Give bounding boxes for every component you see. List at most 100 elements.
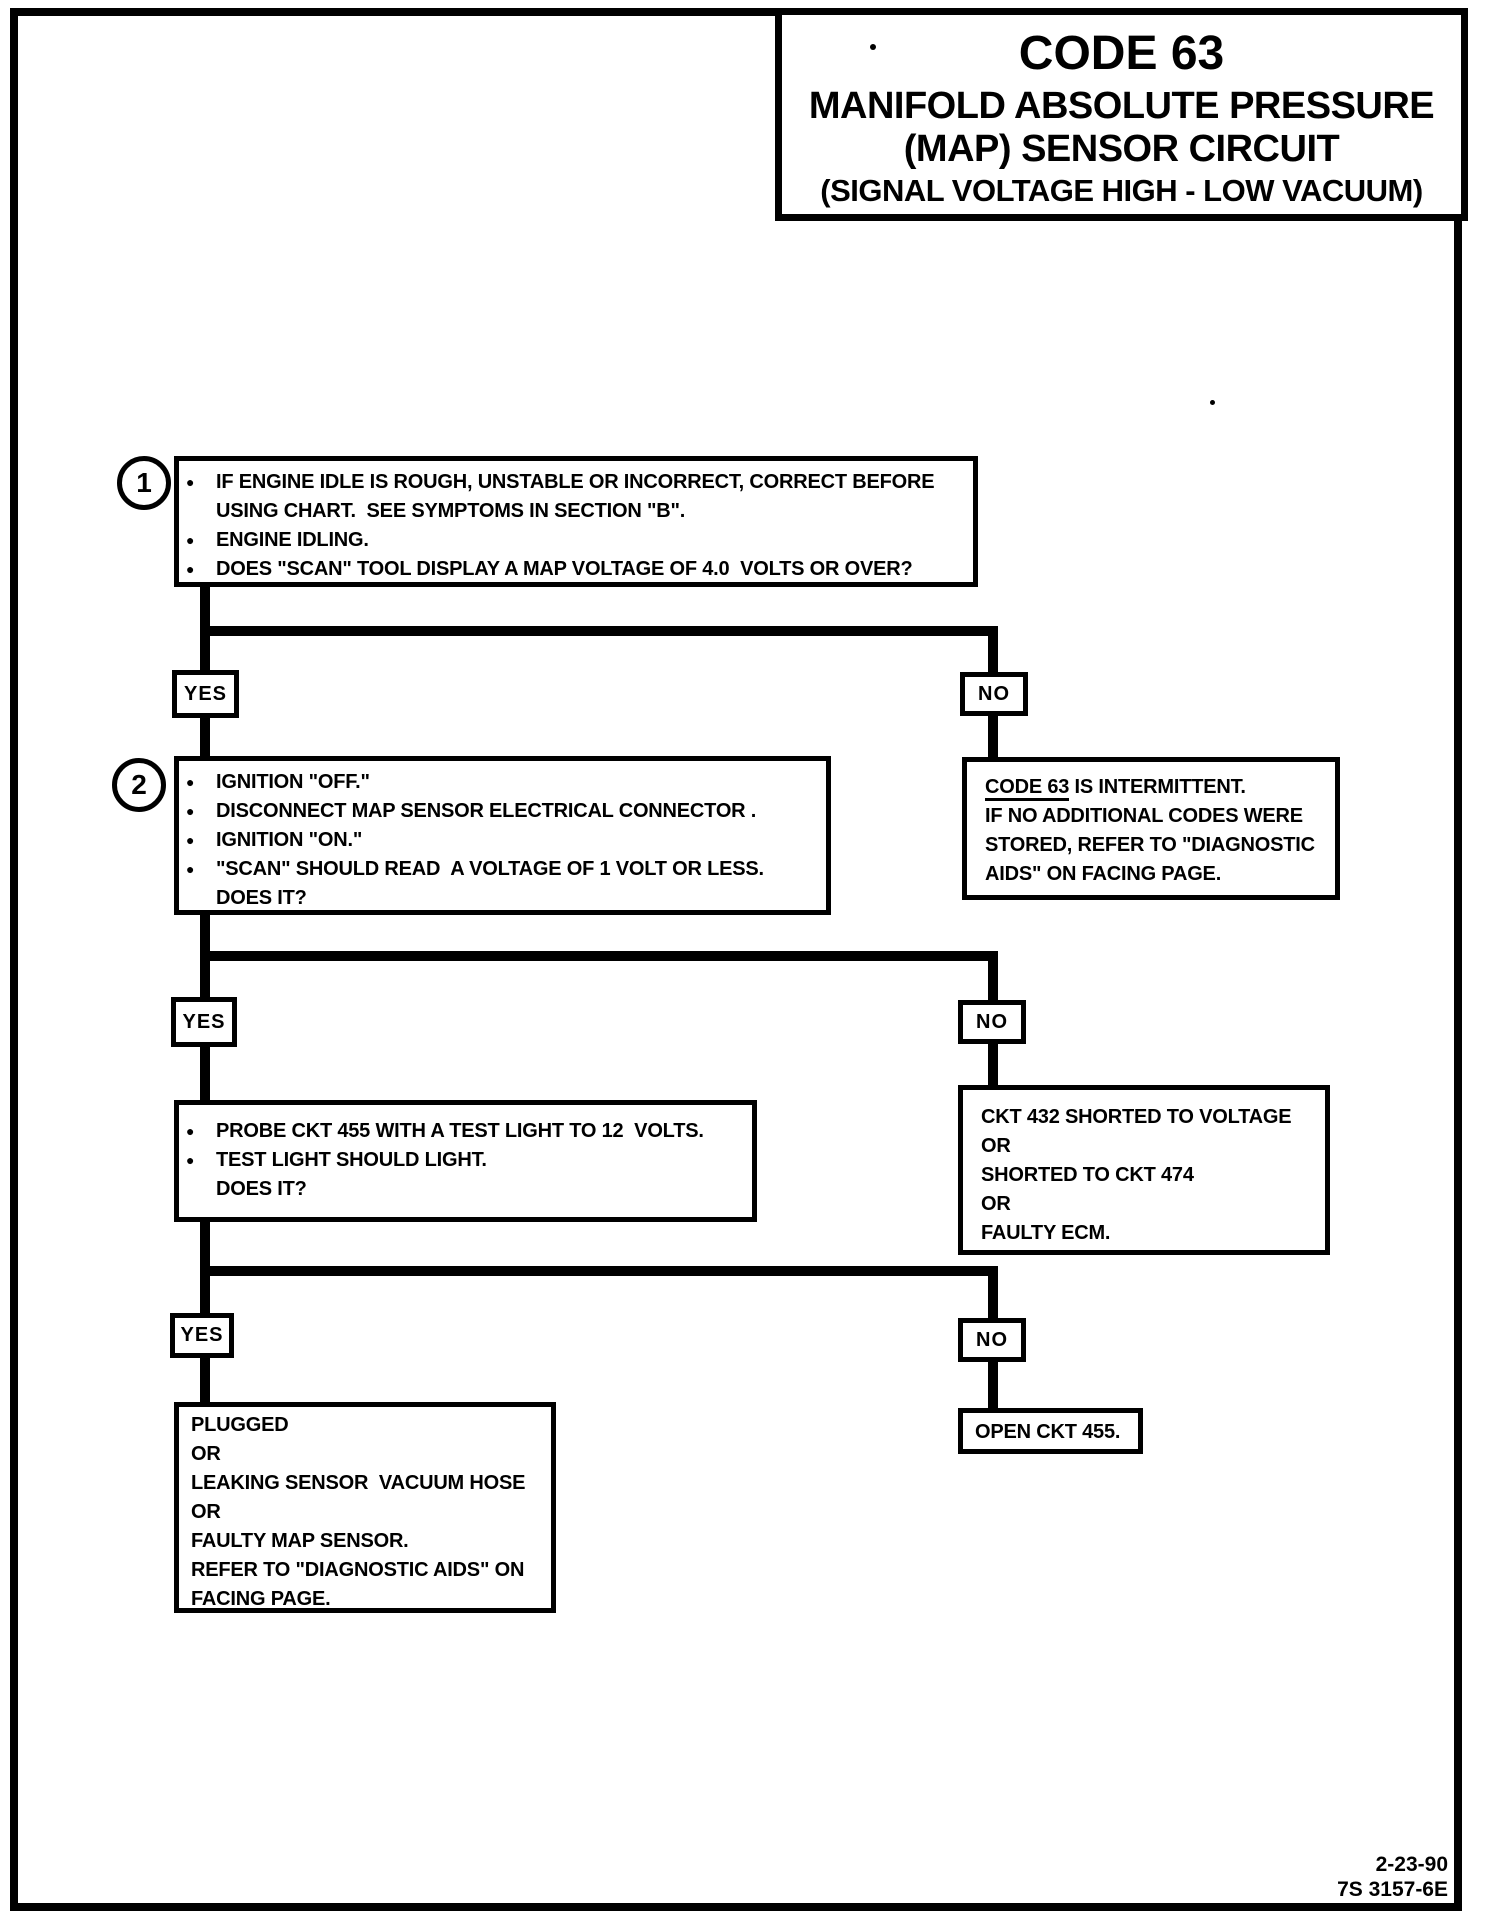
step-text: DOES IT? bbox=[216, 887, 307, 909]
result-line: CODE 63 IS INTERMITTENT. bbox=[985, 773, 1327, 802]
scan-artifact bbox=[870, 44, 876, 50]
result-line: OR bbox=[981, 1193, 1011, 1215]
result-ckt432-box: CKT 432 SHORTED TO VOLTAGE OR SHORTED TO… bbox=[958, 1085, 1330, 1255]
result-line: FAULTY ECM. bbox=[981, 1222, 1111, 1244]
footer: 2-23-90 7S 3157-6E bbox=[1100, 1852, 1448, 1902]
result-map-sensor-box: PLUGGED OR LEAKING SENSOR VACUUM HOSE OR… bbox=[174, 1402, 556, 1613]
step-text: IGNITION "ON." bbox=[216, 829, 363, 851]
connector-line bbox=[988, 714, 998, 759]
connector-line bbox=[988, 1266, 998, 1320]
step-line: ● ENGINE IDLING. bbox=[179, 526, 973, 555]
step3-box: ● PROBE CKT 455 WITH A TEST LIGHT TO 12 … bbox=[174, 1100, 757, 1222]
page-subtitle-3: (SIGNAL VOLTAGE HIGH - LOW VACUUM) bbox=[820, 173, 1423, 208]
no-label: NO bbox=[976, 1328, 1008, 1351]
bullet-icon: ● bbox=[186, 832, 195, 848]
step-line: ● DOES "SCAN" TOOL DISPLAY A MAP VOLTAGE… bbox=[179, 555, 973, 584]
underlined-code: CODE 63 bbox=[985, 776, 1069, 801]
bullet-icon: ● bbox=[186, 532, 195, 548]
yes-box-3: YES bbox=[170, 1313, 234, 1358]
result-line: CKT 432 SHORTED TO VOLTAGE bbox=[981, 1106, 1292, 1128]
bullet-icon: ● bbox=[186, 774, 195, 790]
step-text: DISCONNECT MAP SENSOR ELECTRICAL CONNECT… bbox=[216, 800, 757, 822]
yes-box-2: YES bbox=[171, 997, 237, 1047]
connector-line bbox=[988, 1360, 998, 1410]
result-line: OR bbox=[191, 1501, 221, 1523]
step-number: 1 bbox=[136, 467, 152, 498]
step2-box: ● IGNITION "OFF." ● DISCONNECT MAP SENSO… bbox=[174, 756, 831, 915]
result-line: REFER TO "DIAGNOSTIC AIDS" ON bbox=[191, 1559, 525, 1581]
connector-line bbox=[200, 626, 998, 636]
step-text: DOES IT? bbox=[216, 1178, 307, 1200]
result-open-ckt-box: OPEN CKT 455. bbox=[958, 1408, 1143, 1454]
step-text: PROBE CKT 455 WITH A TEST LIGHT TO 12 VO… bbox=[216, 1120, 704, 1142]
step-line: ● IF ENGINE IDLE IS ROUGH, UNSTABLE OR I… bbox=[179, 468, 973, 497]
step-line: USING CHART. SEE SYMPTOMS IN SECTION "B"… bbox=[179, 497, 973, 526]
result-line: OPEN CKT 455. bbox=[975, 1421, 1121, 1443]
no-box-3: NO bbox=[958, 1318, 1026, 1362]
step-line: DOES IT? bbox=[179, 884, 826, 913]
connector-line bbox=[200, 1266, 998, 1276]
step-line: DOES IT? bbox=[179, 1175, 752, 1204]
bullet-icon: ● bbox=[186, 803, 195, 819]
bullet-icon: ● bbox=[186, 861, 195, 877]
bullet-icon: ● bbox=[186, 1152, 195, 1168]
bullet-icon: ● bbox=[186, 561, 195, 577]
step-text: IGNITION "OFF." bbox=[216, 771, 370, 793]
step-number: 2 bbox=[131, 769, 147, 800]
no-label: NO bbox=[978, 682, 1010, 705]
page-subtitle-1: MANIFOLD ABSOLUTE PRESSURE bbox=[808, 85, 1435, 127]
step-text: DOES "SCAN" TOOL DISPLAY A MAP VOLTAGE O… bbox=[216, 558, 913, 580]
result-text: IS INTERMITTENT. bbox=[1069, 776, 1246, 798]
footer-doc-id: 7S 3157-6E bbox=[1337, 1878, 1448, 1901]
title-box: CODE 63 MANIFOLD ABSOLUTE PRESSURE (MAP)… bbox=[775, 8, 1468, 221]
connector-line bbox=[200, 951, 998, 961]
connector-line bbox=[988, 951, 998, 1002]
result-line: SHORTED TO CKT 474 bbox=[981, 1164, 1194, 1186]
result-line: OR bbox=[191, 1443, 221, 1465]
page-subtitle-2: (MAP) SENSOR CIRCUIT bbox=[903, 128, 1340, 170]
step-text: TEST LIGHT SHOULD LIGHT. bbox=[216, 1149, 487, 1171]
page-border-frame bbox=[10, 8, 1462, 1911]
yes-label: YES bbox=[180, 1324, 224, 1346]
step-line: ● PROBE CKT 455 WITH A TEST LIGHT TO 12 … bbox=[179, 1117, 752, 1146]
step-line: ● IGNITION "OFF." bbox=[179, 768, 826, 797]
step-line: ● "SCAN" SHOULD READ A VOLTAGE OF 1 VOLT… bbox=[179, 855, 826, 884]
bullet-spacer bbox=[179, 1175, 216, 1204]
result-line: LEAKING SENSOR VACUUM HOSE bbox=[191, 1472, 526, 1494]
footer-date: 2-23-90 bbox=[1375, 1853, 1448, 1876]
result-line: STORED, REFER TO "DIAGNOSTIC bbox=[985, 834, 1315, 856]
connector-line bbox=[200, 1045, 210, 1102]
step-text: "SCAN" SHOULD READ A VOLTAGE OF 1 VOLT O… bbox=[216, 858, 764, 880]
result-intermittent-box: CODE 63 IS INTERMITTENT. IF NO ADDITIONA… bbox=[962, 757, 1340, 900]
step-line: ● DISCONNECT MAP SENSOR ELECTRICAL CONNE… bbox=[179, 797, 826, 826]
scan-artifact bbox=[1210, 400, 1215, 405]
connector-line bbox=[988, 626, 998, 674]
connector-line bbox=[200, 1356, 210, 1404]
step-line: ● TEST LIGHT SHOULD LIGHT. bbox=[179, 1146, 752, 1175]
result-line: FACING PAGE. bbox=[191, 1588, 331, 1610]
step-text: USING CHART. SEE SYMPTOMS IN SECTION "B"… bbox=[216, 500, 686, 522]
no-box-2: NO bbox=[958, 1000, 1026, 1044]
step-number-circle-2: 2 bbox=[112, 758, 166, 812]
result-line: FAULTY MAP SENSOR. bbox=[191, 1530, 409, 1552]
bullet-icon: ● bbox=[186, 474, 195, 490]
bullet-spacer bbox=[179, 497, 216, 526]
result-line: PLUGGED bbox=[191, 1414, 289, 1436]
result-line: IF NO ADDITIONAL CODES WERE bbox=[985, 805, 1303, 827]
yes-box-1: YES bbox=[172, 670, 239, 718]
connector-line bbox=[988, 1042, 998, 1087]
connector-line bbox=[200, 716, 210, 758]
step-text: ENGINE IDLING. bbox=[216, 529, 369, 551]
step-text: IF ENGINE IDLE IS ROUGH, UNSTABLE OR INC… bbox=[216, 471, 935, 493]
result-line: AIDS" ON FACING PAGE. bbox=[985, 863, 1222, 885]
no-box-1: NO bbox=[960, 672, 1028, 716]
yes-label: YES bbox=[182, 1010, 226, 1033]
page-title: CODE 63 bbox=[1018, 27, 1225, 80]
step-line: ● IGNITION "ON." bbox=[179, 826, 826, 855]
yes-label: YES bbox=[183, 682, 228, 705]
result-line: OR bbox=[981, 1135, 1011, 1157]
step-number-circle-1: 1 bbox=[117, 456, 171, 510]
step1-box: ● IF ENGINE IDLE IS ROUGH, UNSTABLE OR I… bbox=[174, 456, 978, 587]
no-label: NO bbox=[976, 1010, 1008, 1033]
